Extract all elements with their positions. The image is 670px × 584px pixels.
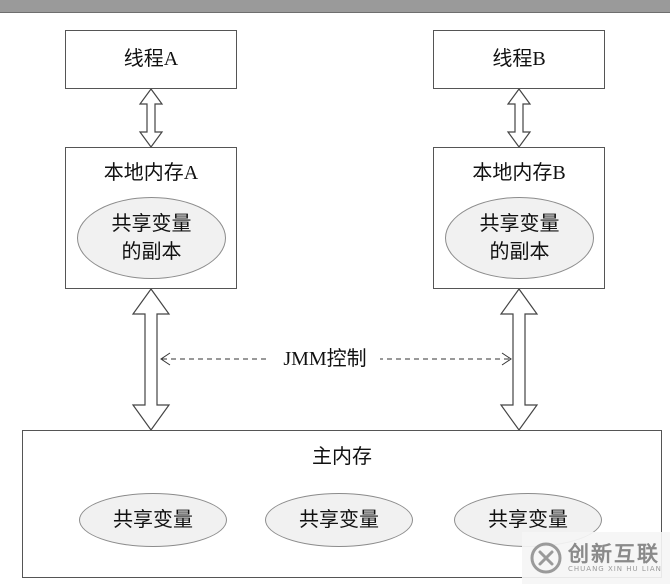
shared-variable-2: 共享变量 <box>265 493 413 547</box>
thread-b-label: 线程B <box>492 48 546 70</box>
shared-variable-3-label: 共享变量 <box>488 509 568 531</box>
watermark-subtitle: CHUANG XIN HU LIAN <box>568 565 662 573</box>
watermark-name: 创新互联 <box>568 542 660 566</box>
local-memory-a-box: 本地内存A 共享变量 的副本 <box>65 147 237 289</box>
copy-b-line2: 的副本 <box>489 241 550 263</box>
shared-variable-2-label: 共享变量 <box>299 509 379 531</box>
shared-variable-copy-a: 共享变量 的副本 <box>77 197 226 279</box>
local-memory-b-label: 本地内存B <box>472 162 566 184</box>
shared-variable-1: 共享变量 <box>79 493 227 547</box>
x-logo-icon <box>530 542 562 574</box>
main-memory-label: 主内存 <box>312 446 372 468</box>
main-memory-box: 主内存 共享变量 共享变量 共享变量 <box>22 430 662 578</box>
watermark: 创新互联 CHUANG XIN HU LIAN <box>522 532 670 584</box>
local-memory-a-label: 本地内存A <box>103 162 199 184</box>
thread-a-box: 线程A <box>65 30 237 89</box>
jmm-arrowhead-left <box>160 352 171 366</box>
jmm-arrowhead-right <box>501 352 512 366</box>
thread-b-box: 线程B <box>433 30 605 89</box>
copy-a-line2: 的副本 <box>121 241 182 263</box>
thread-a-label: 线程A <box>123 48 179 70</box>
shared-variable-1-label: 共享变量 <box>113 509 193 531</box>
copy-b-line1: 共享变量 <box>479 213 560 235</box>
thread-a-arrow <box>138 87 164 149</box>
jmm-control-label: JMM控制 <box>270 346 380 372</box>
thread-b-arrow <box>506 87 532 149</box>
shared-variable-copy-b: 共享变量 的副本 <box>445 197 594 279</box>
local-memory-b-box: 本地内存B 共享变量 的副本 <box>433 147 605 289</box>
copy-a-line1: 共享变量 <box>111 213 192 235</box>
top-bar <box>0 0 670 13</box>
